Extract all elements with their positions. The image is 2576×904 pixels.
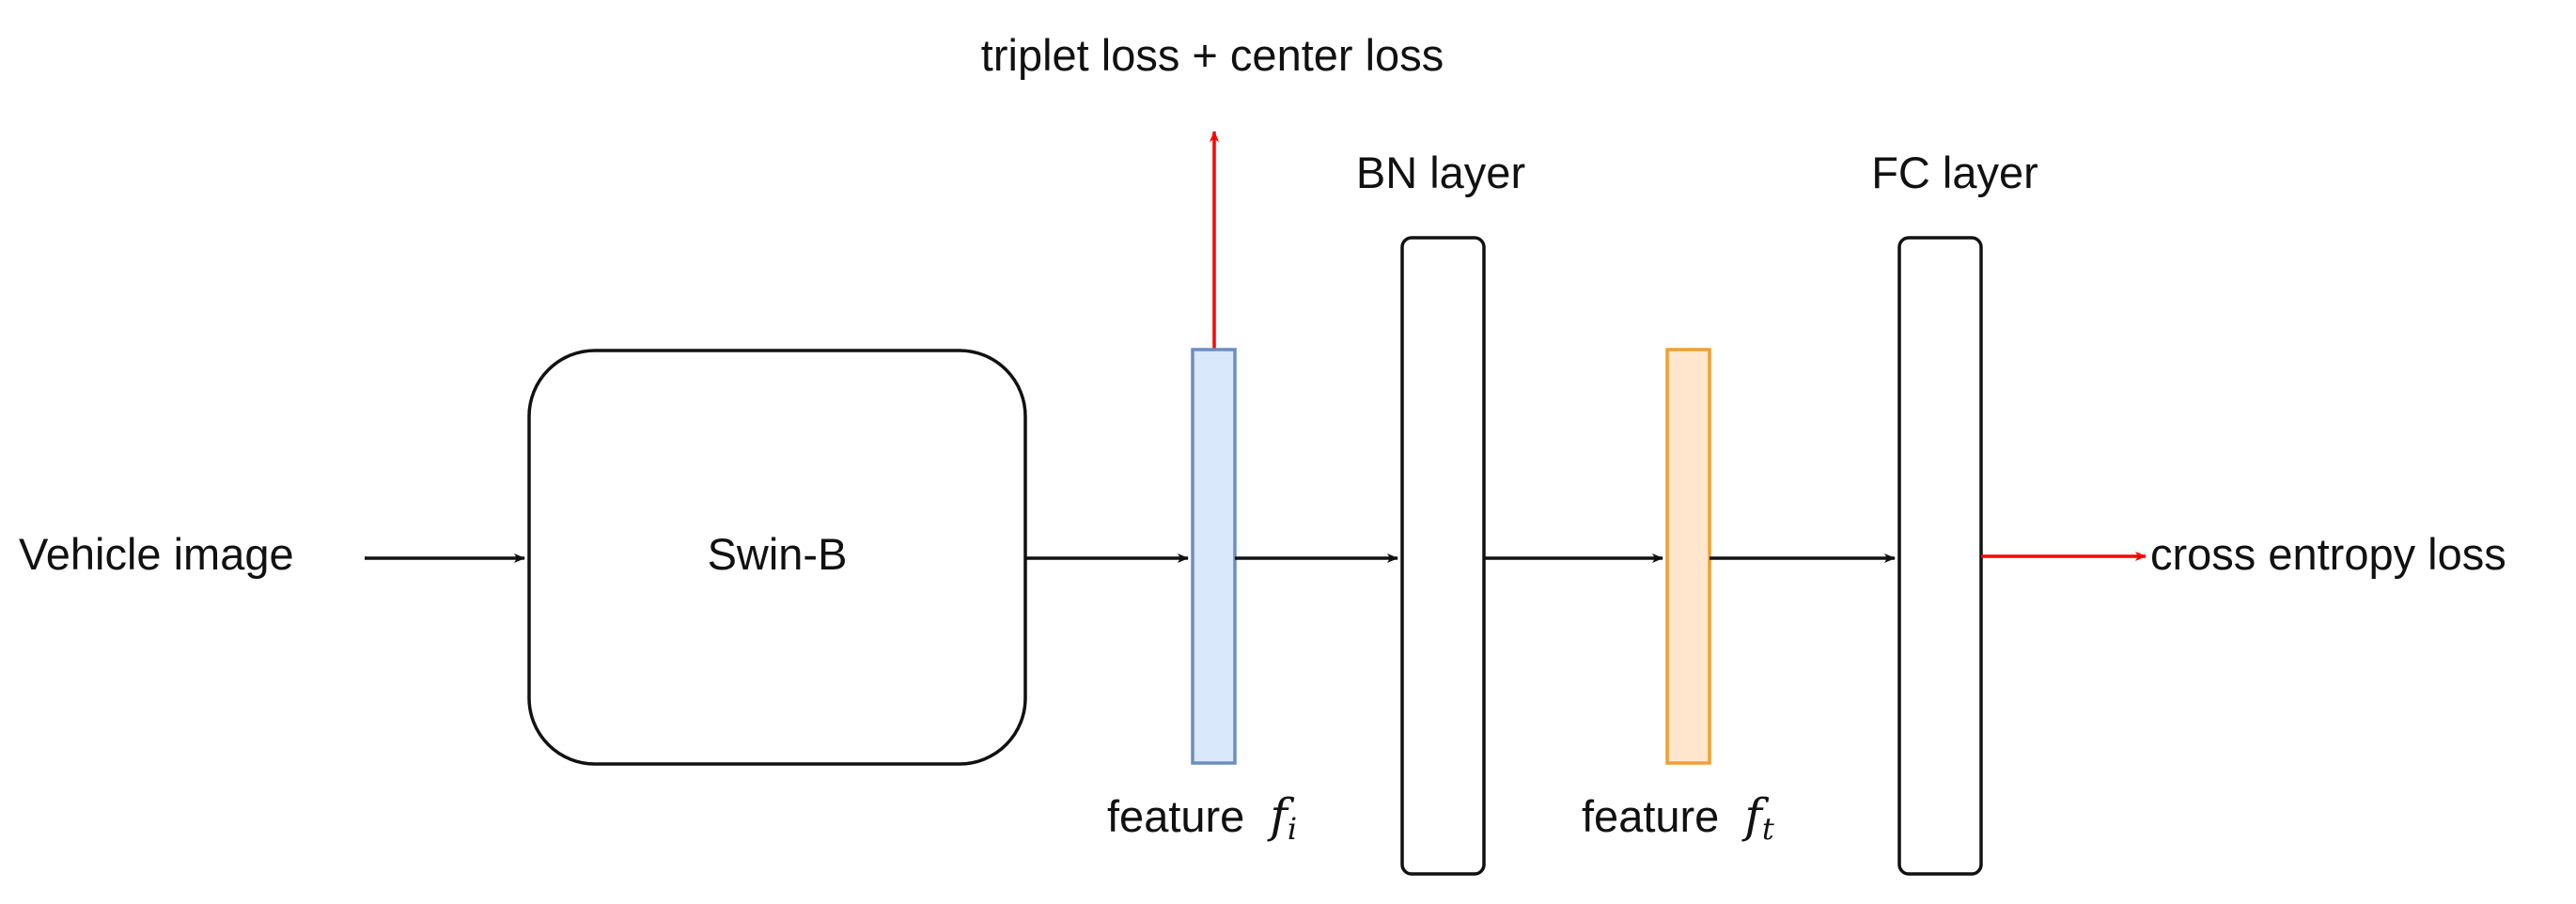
feature-i-bar xyxy=(1191,348,1237,765)
cls-loss-label: cross entropy loss xyxy=(2150,529,2506,579)
feature-t-bar xyxy=(1665,348,1711,765)
feature-t-caption: feature ft xyxy=(1582,788,1774,847)
bn-layer-box xyxy=(1400,236,1486,876)
feature-t-word: feature xyxy=(1582,791,1719,841)
fc-layer-box xyxy=(1897,236,1983,876)
fc-layer-label: FC layer xyxy=(1871,148,2038,197)
input-label: Vehicle image xyxy=(19,529,294,579)
feature-i-subscript: i xyxy=(1288,811,1297,847)
feature-t-subscript: t xyxy=(1762,811,1774,847)
bn-layer-label: BN layer xyxy=(1356,148,1525,197)
feature-i-word: feature xyxy=(1107,791,1244,841)
metric-loss-label: triplet loss + center loss xyxy=(981,30,1444,80)
feature-i-caption: feature fi xyxy=(1107,788,1297,847)
backbone-label: Swin-B xyxy=(708,529,848,579)
